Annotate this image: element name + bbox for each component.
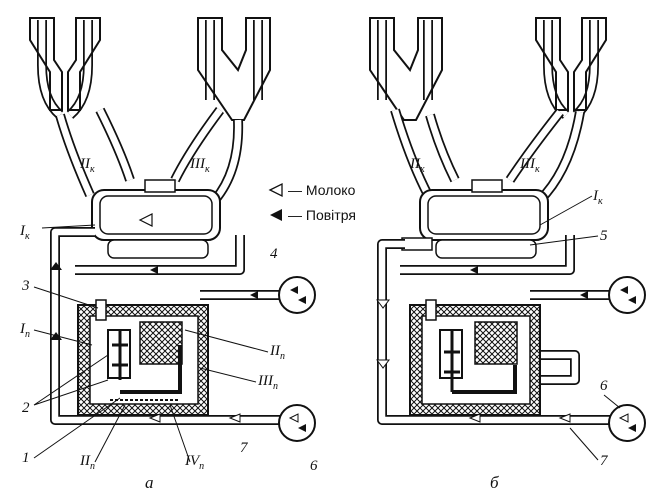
label-IIk: II: [79, 156, 91, 172]
label-IIIk-b: III: [519, 156, 536, 172]
label-6-b: 6: [600, 378, 608, 394]
pulsator-diaphragm-block: [139, 321, 183, 365]
panel-a-caption: а: [145, 473, 154, 492]
teat-cup-left-pair: [29, 17, 101, 119]
label-4: 4: [270, 246, 278, 262]
svg-text:IIIк: IIIк: [519, 156, 540, 175]
svg-text:IIIп: IIIп: [257, 373, 278, 392]
svg-text:IIк: IIк: [409, 156, 425, 175]
milk-legend-icon: [268, 182, 283, 198]
label-2: 2: [22, 400, 30, 416]
label-Ik-b: I: [592, 188, 599, 204]
panel-a: IIк IIIк Iк Iп IIп IIIп IIп IVп 3 4 2 1 …: [19, 17, 318, 492]
milk-arrow-icon: [138, 213, 153, 227]
label-Ip: I: [19, 321, 26, 337]
legend-milk: — Молоко: [288, 182, 356, 198]
label-5: 5: [600, 228, 608, 244]
svg-text:IIп: IIп: [269, 343, 285, 362]
vacuum-gauge-b: [608, 276, 646, 314]
panel-b: IIк IIIк Iк 5 6 7 б: [369, 17, 646, 492]
label-IIp-bottom: II: [79, 453, 91, 469]
svg-text:IIIк: IIIк: [189, 156, 210, 175]
milk-line-6: [278, 404, 316, 442]
label-IIk-b: II: [409, 156, 421, 172]
label-6: 6: [310, 458, 318, 474]
collector-b: [401, 179, 549, 259]
svg-text:IIк: IIк: [79, 156, 95, 175]
svg-text:Iп: Iп: [19, 321, 30, 340]
label-7: 7: [240, 440, 249, 456]
label-3: 3: [21, 278, 30, 294]
teat-cup-left-pair-b: [369, 17, 443, 121]
panel-b-caption: б: [490, 473, 499, 492]
teat-cup-right-pair: [197, 17, 271, 121]
pulsator-b: [409, 299, 541, 416]
milk-line-6-b: [608, 404, 646, 442]
vacuum-gauge-4: [278, 276, 316, 314]
legend-air: — Повітря: [288, 207, 356, 223]
svg-text:IVп: IVп: [184, 453, 204, 472]
air-legend-icon: [270, 209, 282, 221]
pulsator: [77, 299, 209, 416]
label-Ik: I: [19, 223, 26, 239]
throttle-3: [95, 299, 107, 321]
collector: [91, 179, 221, 259]
legend: — Молоко — Повітря: [268, 182, 356, 223]
label-1: 1: [22, 450, 30, 466]
svg-text:IIп: IIп: [79, 453, 95, 472]
svg-text:Iк: Iк: [592, 188, 603, 207]
label-7-b: 7: [600, 453, 609, 469]
label-IIIp: III: [257, 373, 274, 389]
label-IIp-right: II: [269, 343, 281, 359]
svg-text:Iк: Iк: [19, 223, 30, 242]
teat-cup-right-pair-b: [535, 17, 607, 119]
label-IIIk: III: [189, 156, 206, 172]
